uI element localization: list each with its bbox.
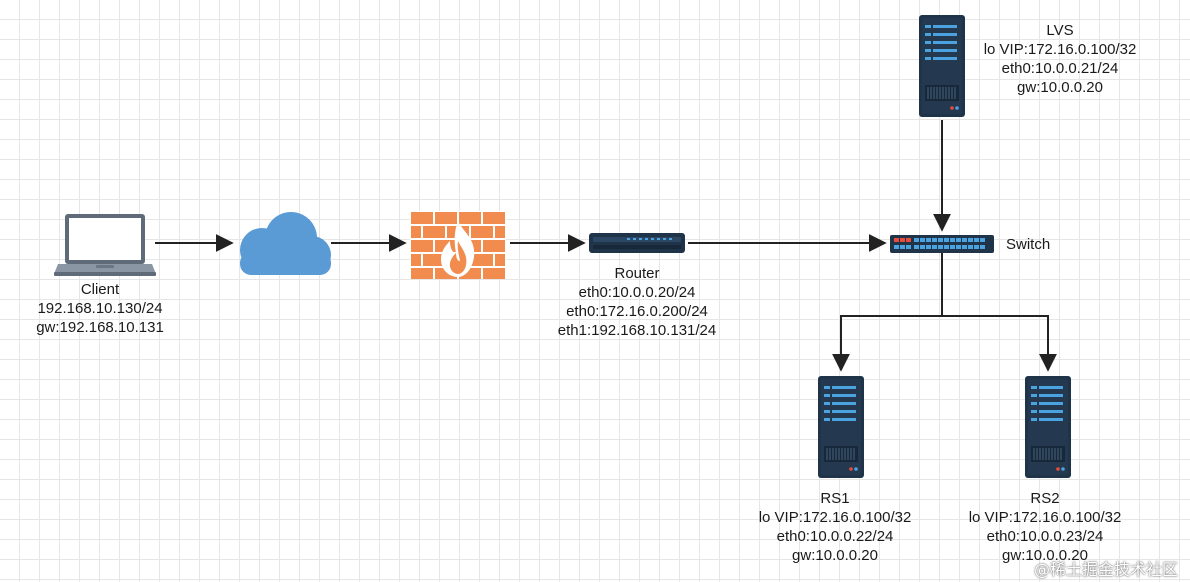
router-name: Router <box>614 265 660 282</box>
rs1-label: RS1 lo VIP:172.16.0.100/32 eth0:10.0.0.2… <box>750 489 920 565</box>
client-gateway: gw:192.168.10.131 <box>36 319 164 336</box>
router-label: Router eth0:10.0.0.20/24 eth0:172.16.0.2… <box>537 264 737 340</box>
switch-name: Switch <box>1006 236 1051 253</box>
lvs-name: LVS <box>1046 22 1074 39</box>
rs1-gateway: gw:10.0.0.20 <box>792 547 878 564</box>
rs1-name: RS1 <box>820 490 850 507</box>
client-ip: 192.168.10.130/24 <box>37 300 163 317</box>
rs2-vip: lo VIP:172.16.0.100/32 <box>968 509 1122 526</box>
rs1-server-icon <box>817 375 865 479</box>
switch-label: Switch <box>1006 235 1050 254</box>
rs2-gateway: gw:10.0.0.20 <box>1002 547 1088 564</box>
cloud-icon <box>240 212 331 275</box>
lvs-gateway: gw:10.0.0.20 <box>1017 79 1103 96</box>
router-eth1: eth1:192.168.10.131/24 <box>557 322 717 339</box>
client-label: Client 192.168.10.130/24 gw:192.168.10.1… <box>20 280 180 337</box>
rs2-server-icon <box>1024 375 1072 479</box>
connections <box>155 120 1057 372</box>
lvs-vip: lo VIP:172.16.0.100/32 <box>983 41 1137 58</box>
rs2-eth0: eth0:10.0.0.23/24 <box>986 528 1104 545</box>
lvs-eth0: eth0:10.0.0.21/24 <box>1001 60 1119 77</box>
rs1-vip: lo VIP:172.16.0.100/32 <box>758 509 912 526</box>
client-name: Client <box>80 281 120 298</box>
firewall-icon <box>410 211 506 279</box>
switch-icon <box>890 235 994 253</box>
lvs-label: LVS lo VIP:172.16.0.100/32 eth0:10.0.0.2… <box>975 21 1145 97</box>
router-eth0-a: eth0:10.0.0.20/24 <box>578 284 696 301</box>
router-icon <box>589 233 685 253</box>
edge-switch-rs2 <box>942 315 1057 372</box>
rs1-eth0: eth0:10.0.0.22/24 <box>776 528 894 545</box>
edge-switch-rs1 <box>832 253 943 372</box>
rs2-label: RS2 lo VIP:172.16.0.100/32 eth0:10.0.0.2… <box>960 489 1130 565</box>
lvs-server-icon <box>918 14 966 118</box>
rs2-name: RS2 <box>1030 490 1060 507</box>
watermark: @稀土掘金技术社区 <box>1033 560 1178 579</box>
router-eth0-b: eth0:172.16.0.200/24 <box>566 303 708 320</box>
laptop-icon <box>54 214 156 276</box>
